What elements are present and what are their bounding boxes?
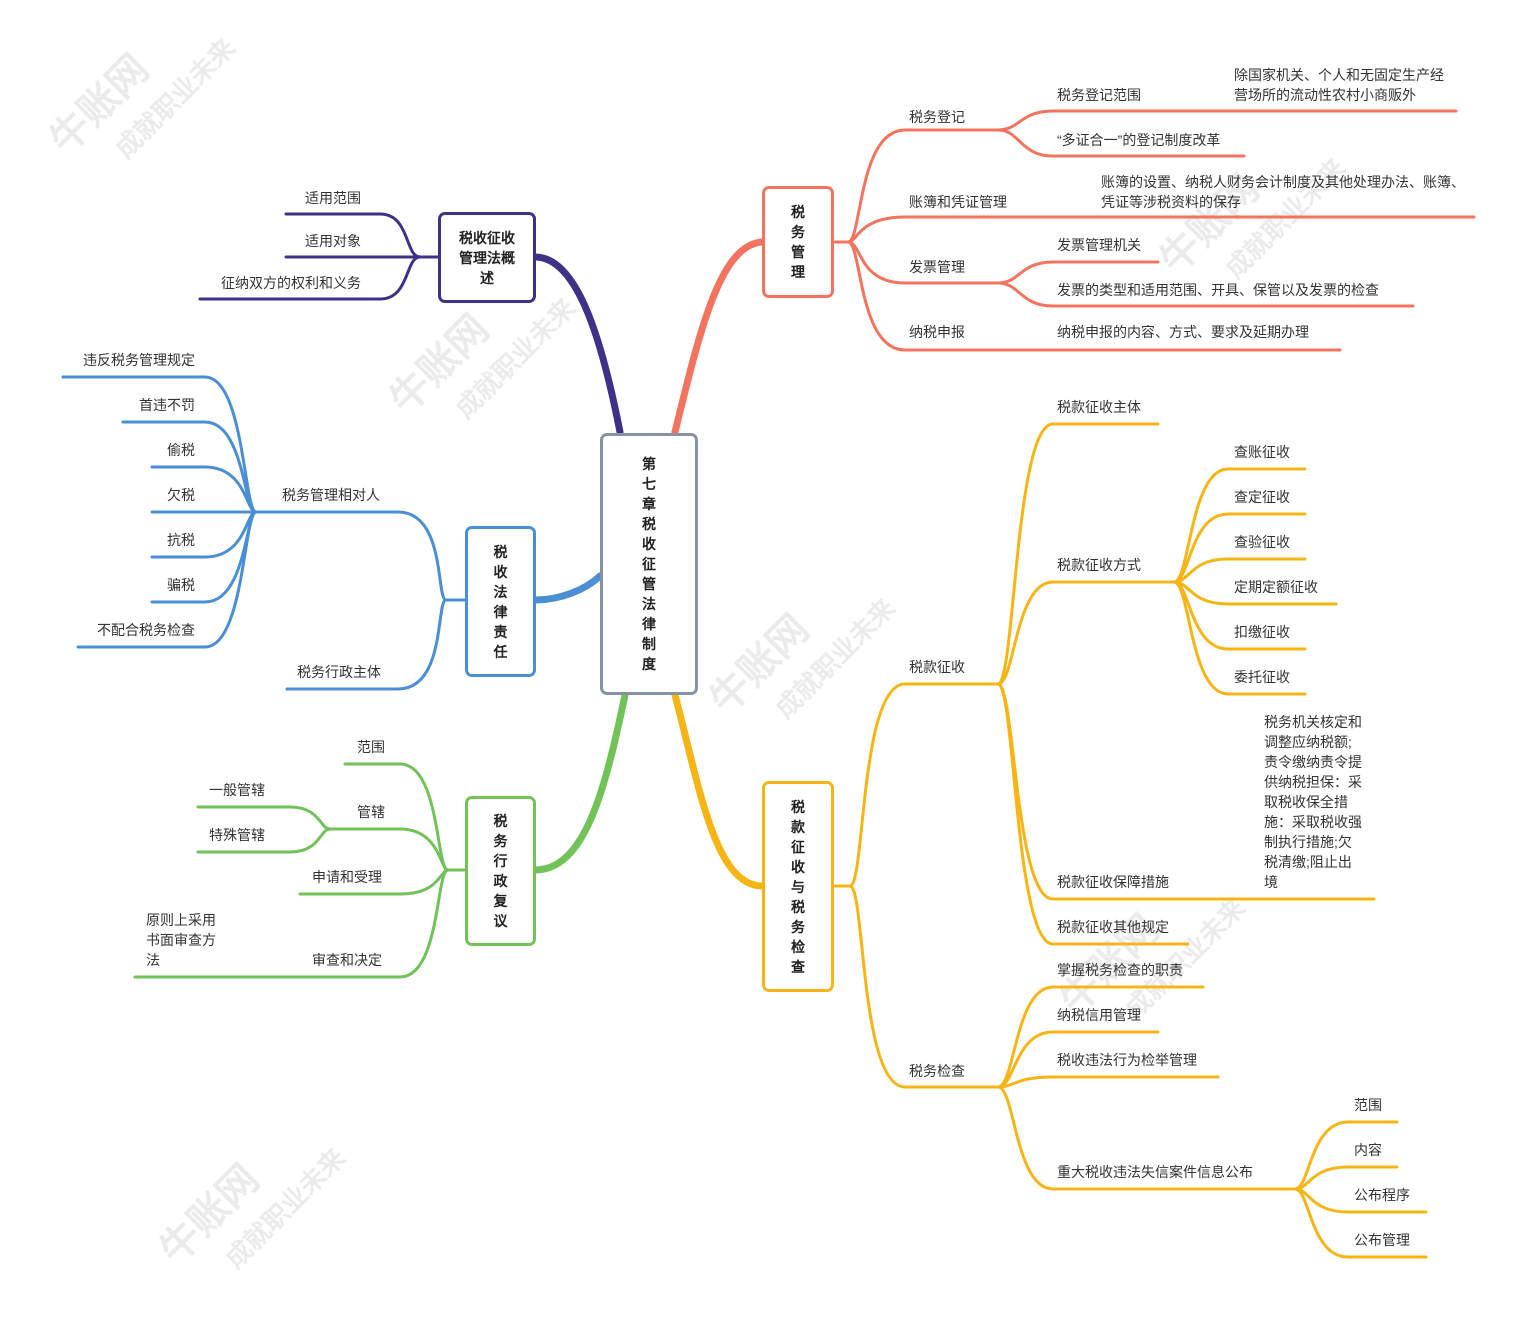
node-overview-item[interactable]: 适用范围 [305, 190, 361, 206]
connector-overview [531, 253, 624, 436]
connector-legal-liability [531, 572, 604, 604]
node-decision[interactable]: 审查和决定 [312, 952, 382, 968]
node-levy-method[interactable]: 查定征收 [1234, 489, 1290, 505]
node-levy-method[interactable]: 扣缴征收 [1234, 624, 1290, 640]
node-counterpart-item[interactable]: 首违不罚 [139, 397, 195, 413]
node-jurisdiction-item[interactable]: 一般管辖 [209, 782, 265, 798]
node-inspection-item[interactable]: 掌握税务检查的职责 [1057, 962, 1183, 978]
node-levy-subject[interactable]: 税款征收主体 [1057, 399, 1141, 415]
node-counterpart-item[interactable]: 抗税 [167, 532, 195, 548]
node-counterpart-item[interactable]: 违反税务管理规定 [83, 352, 195, 368]
node-decision-detail[interactable]: 原则上采用书面审查方法 [146, 912, 216, 968]
node-jurisdiction[interactable]: 管辖 [357, 804, 385, 820]
branch-label: 税务管理 [791, 204, 805, 280]
node-books-detail[interactable]: 账簿的设置、纳税人财务会计制度及其他处理办法、账簿、凭证等涉税资料的保存 [1101, 174, 1465, 210]
node-overview-item[interactable]: 征纳双方的权利和义务 [221, 275, 361, 291]
node-overview-item[interactable]: 适用对象 [305, 233, 361, 249]
node-inspection[interactable]: 税务检查 [909, 1063, 965, 1079]
connector-tax-admin [671, 238, 766, 436]
branch-label: 税款征收与税务检查 [791, 798, 805, 975]
node-levy-other[interactable]: 税款征收其他规定 [1057, 919, 1169, 935]
branch-collection[interactable]: 税款征收与税务检查 [762, 781, 834, 992]
node-registration-scope[interactable]: 税务登记范围 [1057, 87, 1141, 103]
node-application[interactable]: 申请和受理 [312, 869, 382, 885]
branch-review[interactable]: 税务行政复议 [465, 796, 536, 946]
node-disclosure-item[interactable]: 公布程序 [1354, 1187, 1410, 1203]
connector-collection [671, 691, 766, 890]
node-inspection-item[interactable]: 纳税信用管理 [1057, 1007, 1141, 1023]
node-disclosure-item[interactable]: 范围 [1354, 1097, 1382, 1113]
node-filing-detail[interactable]: 纳税申报的内容、方式、要求及延期办理 [1057, 324, 1309, 340]
branch-label: 税收法律责任 [493, 543, 508, 660]
node-invoice[interactable]: 发票管理 [909, 259, 965, 275]
node-admin-subject[interactable]: 税务行政主体 [297, 664, 381, 680]
node-counterpart-item[interactable]: 骗税 [167, 577, 195, 593]
branch-label: 税务行政复议 [493, 813, 508, 929]
node-levy[interactable]: 税款征收 [909, 659, 965, 675]
node-levy-methods[interactable]: 税款征收方式 [1057, 557, 1141, 573]
node-levy-method[interactable]: 委托征收 [1234, 669, 1290, 685]
node-books[interactable]: 账簿和凭证管理 [909, 194, 1007, 210]
root-label: 第七章税收征管法律制度 [642, 456, 656, 672]
node-counterpart-item[interactable]: 欠税 [167, 487, 195, 503]
node-registration[interactable]: 税务登记 [909, 109, 965, 125]
node-counterpart[interactable]: 税务管理相对人 [282, 487, 380, 503]
node-registration-scope-detail[interactable]: 除国家机关、个人和无固定生产经营场所的流动性农村小商贩外 [1234, 67, 1444, 103]
node-registration-reform[interactable]: “多证合一”的登记制度改革 [1057, 132, 1221, 148]
branch-legal-liability[interactable]: 税收法律责任 [465, 526, 536, 677]
node-levy-method[interactable]: 查验征收 [1234, 534, 1290, 550]
branch-label: 税收征收管理法概述 [459, 229, 515, 286]
node-review-scope[interactable]: 范围 [357, 739, 385, 755]
branch-tax-admin[interactable]: 税务管理 [762, 186, 834, 298]
node-levy-method[interactable]: 定期定额征收 [1234, 579, 1318, 595]
node-invoice-types[interactable]: 发票的类型和适用范围、开具、保管以及发票的检查 [1057, 282, 1379, 298]
node-counterpart-item[interactable]: 不配合税务检查 [97, 622, 195, 638]
node-levy-method[interactable]: 查账征收 [1234, 444, 1290, 460]
connector-review [531, 691, 629, 874]
node-filing[interactable]: 纳税申报 [909, 324, 965, 340]
node-disclosure[interactable]: 重大税收违法失信案件信息公布 [1057, 1164, 1253, 1180]
node-disclosure-item[interactable]: 公布管理 [1354, 1232, 1410, 1248]
node-jurisdiction-item[interactable]: 特殊管辖 [209, 827, 265, 843]
root-node[interactable]: 第七章税收征管法律制度 [600, 433, 698, 695]
node-disclosure-item[interactable]: 内容 [1354, 1142, 1382, 1158]
node-safeguards[interactable]: 税款征收保障措施 [1057, 874, 1169, 890]
node-inspection-item[interactable]: 税收违法行为检举管理 [1057, 1052, 1197, 1068]
node-counterpart-item[interactable]: 偷税 [167, 442, 195, 458]
node-invoice-authority[interactable]: 发票管理机关 [1057, 237, 1141, 253]
branch-overview[interactable]: 税收征收管理法概述 [438, 212, 536, 303]
node-safeguards-detail[interactable]: 税务机关核定和调整应纳税额;责令缴纳责令提供纳税担保：采取税收保全措施：采取税收… [1264, 714, 1362, 890]
